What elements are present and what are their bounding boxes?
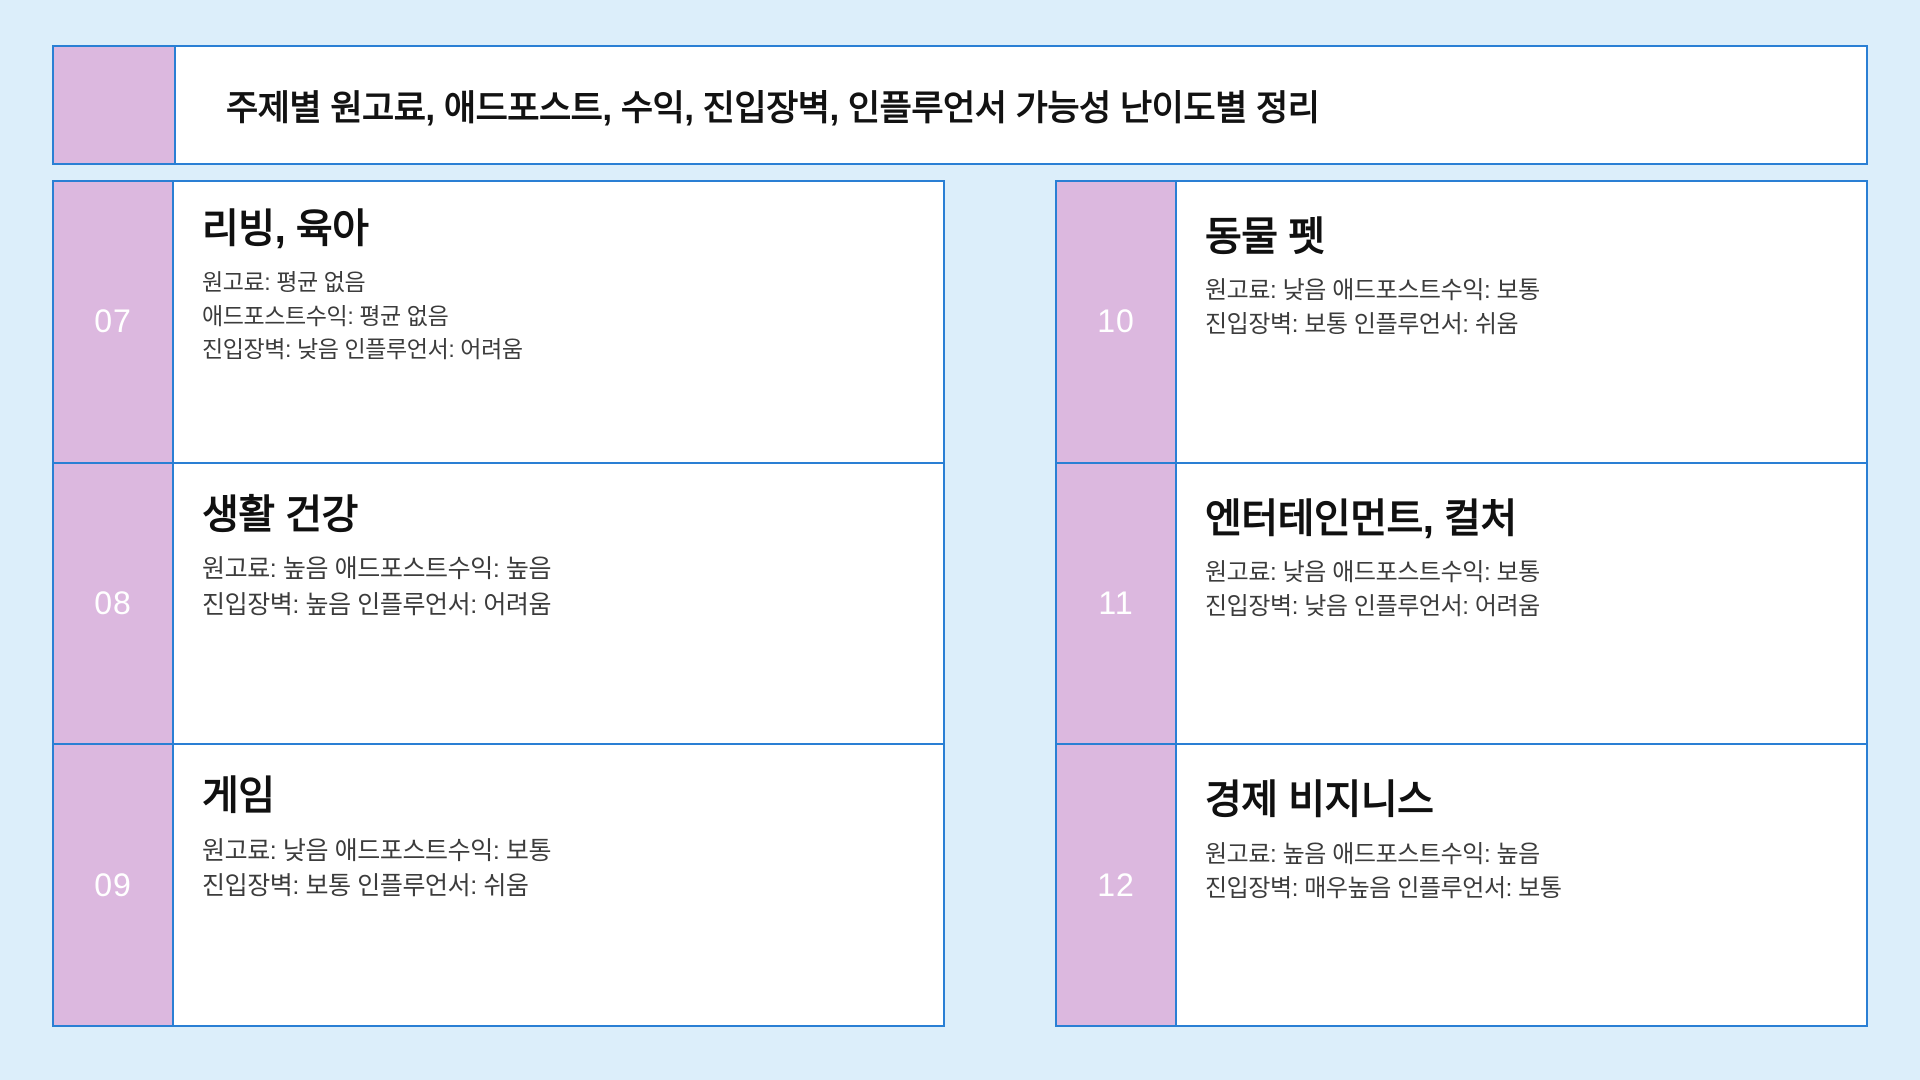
card-body: 리빙, 육아 원고료: 평균 없음 애드포스트수익: 평균 없음 진입장벽: 낮…	[174, 182, 945, 462]
card-detail-line: 진입장벽: 보통 인플루언서: 쉬움	[202, 872, 529, 901]
card-detail-lines: 원고료: 높음 애드포스트수익: 높음 진입장벽: 높음 인플루언서: 어려움	[202, 552, 919, 623]
topic-card[interactable]: 09 게임 원고료: 낮음 애드포스트수익: 보통 진입장벽: 보통 인플루언서…	[52, 743, 945, 1028]
card-detail-line: 원고료: 낮음 애드포스트수익: 보통	[1205, 277, 1540, 305]
card-body: 게임 원고료: 낮음 애드포스트수익: 보통 진입장벽: 보통 인플루언서: 쉬…	[174, 745, 945, 1026]
topic-card[interactable]: 10 동물 펫 원고료: 낮음 애드포스트수익: 보통 진입장벽: 보통 인플루…	[1055, 180, 1868, 464]
card-title: 엔터테인먼트, 컬처	[1205, 496, 1517, 541]
topic-card[interactable]: 07 리빙, 육아 원고료: 평균 없음 애드포스트수익: 평균 없음 진입장벽…	[52, 180, 945, 464]
card-number-badge: 08	[52, 463, 174, 744]
card-detail-lines: 원고료: 낮음 애드포스트수익: 보통 진입장벽: 보통 인플루언서: 쉬움	[1205, 274, 1842, 342]
card-detail-lines: 원고료: 낮음 애드포스트수익: 보통 진입장벽: 보통 인플루언서: 쉬움	[202, 834, 919, 905]
card-body: 동물 펫 원고료: 낮음 애드포스트수익: 보통 진입장벽: 보통 인플루언서:…	[1177, 182, 1868, 462]
card-body: 엔터테인먼트, 컬처 원고료: 낮음 애드포스트수익: 보통 진입장벽: 낮음 …	[1177, 463, 1868, 744]
card-detail-line: 애드포스트수익: 평균 없음	[202, 302, 449, 329]
card-number-badge: 11	[1055, 463, 1177, 744]
card-detail-line: 원고료: 낮음 애드포스트수익: 보통	[202, 836, 552, 865]
card-body: 경제 비지니스 원고료: 높음 애드포스트수익: 높음 진입장벽: 매우높음 인…	[1177, 745, 1868, 1026]
card-title: 경제 비지니스	[1205, 778, 1434, 823]
left-column: 07 리빙, 육아 원고료: 평균 없음 애드포스트수익: 평균 없음 진입장벽…	[52, 180, 945, 1028]
card-detail-line: 원고료: 높음 애드포스트수익: 높음	[1205, 840, 1540, 868]
card-number-badge: 07	[52, 182, 174, 462]
card-title: 동물 펫	[1205, 215, 1325, 259]
topic-card[interactable]: 12 경제 비지니스 원고료: 높음 애드포스트수익: 높음 진입장벽: 매우높…	[1055, 743, 1868, 1028]
card-number-badge: 12	[1055, 745, 1177, 1026]
topic-card[interactable]: 11 엔터테인먼트, 컬처 원고료: 낮음 애드포스트수익: 보통 진입장벽: …	[1055, 461, 1868, 746]
right-column: 10 동물 펫 원고료: 낮음 애드포스트수익: 보통 진입장벽: 보통 인플루…	[975, 180, 1868, 1028]
card-detail-line: 원고료: 낮음 애드포스트수익: 보통	[1205, 559, 1540, 587]
card-detail-lines: 원고료: 높음 애드포스트수익: 높음 진입장벽: 매우높음 인플루언서: 보통	[1205, 838, 1842, 906]
card-number-badge: 10	[1055, 182, 1177, 462]
card-detail-line: 진입장벽: 보통 인플루언서: 쉬움	[1205, 311, 1519, 339]
cards-grid: 07 리빙, 육아 원고료: 평균 없음 애드포스트수익: 평균 없음 진입장벽…	[52, 180, 1868, 1028]
header-title-box: 주제별 원고료, 애드포스트, 수익, 진입장벽, 인플루언서 가능성 난이도별…	[174, 45, 1868, 165]
page-title: 주제별 원고료, 애드포스트, 수익, 진입장벽, 인플루언서 가능성 난이도별…	[226, 88, 1320, 128]
card-detail-line: 원고료: 평균 없음	[202, 269, 366, 296]
card-title: 생활 건강	[202, 492, 358, 537]
card-detail-line: 원고료: 높음 애드포스트수익: 높음	[202, 555, 552, 584]
header-color-swatch	[52, 45, 174, 165]
card-detail-lines: 원고료: 평균 없음 애드포스트수익: 평균 없음 진입장벽: 낮음 인플루언서…	[202, 266, 919, 366]
card-number-badge: 09	[52, 745, 174, 1026]
topic-card[interactable]: 08 생활 건강 원고료: 높음 애드포스트수익: 높음 진입장벽: 높음 인플…	[52, 461, 945, 746]
card-detail-line: 진입장벽: 매우높음 인플루언서: 보통	[1205, 874, 1562, 902]
card-detail-line: 진입장벽: 낮음 인플루언서: 어려움	[202, 336, 523, 363]
card-title: 리빙, 육아	[202, 207, 369, 251]
header-row: 주제별 원고료, 애드포스트, 수익, 진입장벽, 인플루언서 가능성 난이도별…	[52, 45, 1868, 165]
card-title: 게임	[202, 774, 275, 819]
card-detail-line: 진입장벽: 낮음 인플루언서: 어려움	[1205, 593, 1540, 621]
card-detail-line: 진입장벽: 높음 인플루언서: 어려움	[202, 590, 552, 619]
card-detail-lines: 원고료: 낮음 애드포스트수익: 보통 진입장벽: 낮음 인플루언서: 어려움	[1205, 556, 1842, 624]
card-body: 생활 건강 원고료: 높음 애드포스트수익: 높음 진입장벽: 높음 인플루언서…	[174, 463, 945, 744]
